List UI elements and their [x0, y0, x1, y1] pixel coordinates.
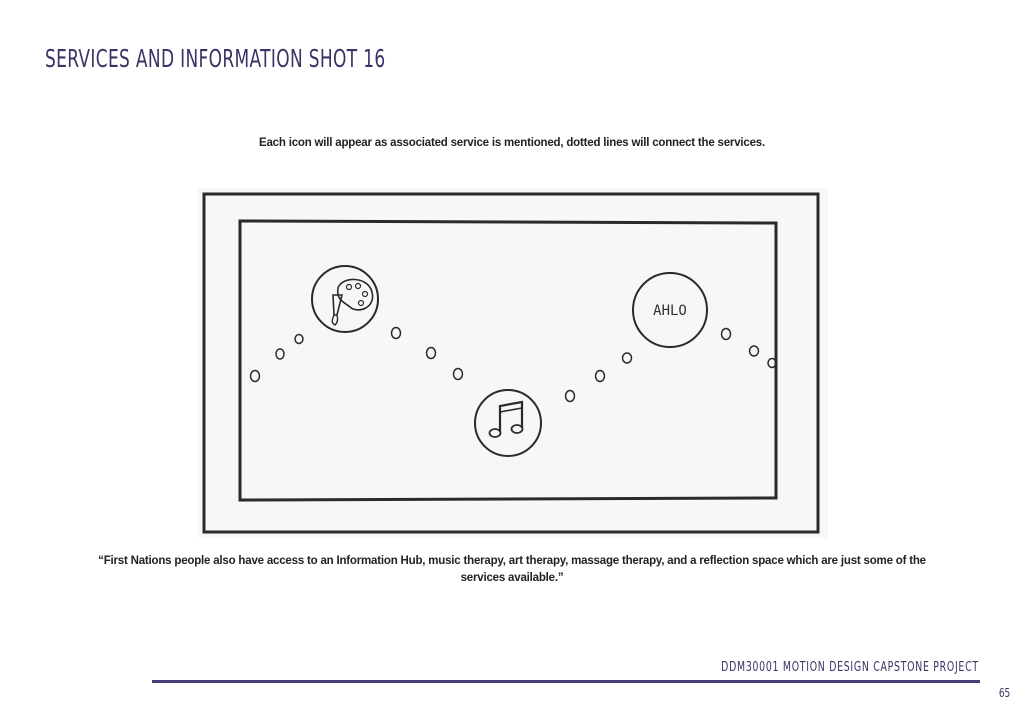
footer-project-title: DDM30001 MOTION DESIGN CAPSTONE PROJECT	[721, 660, 979, 675]
footer-divider	[152, 680, 980, 683]
dotted-connector	[249, 326, 777, 403]
top-caption: Each icon will appear as associated serv…	[259, 137, 765, 149]
page-title: SERVICES AND INFORMATION SHOT 16	[45, 44, 386, 73]
art-palette-icon	[311, 265, 379, 333]
inner-frame	[238, 219, 778, 502]
ahlo-icon: AHLO	[632, 272, 708, 348]
storyboard-sketch: AHLO	[198, 188, 828, 538]
sketch-drawing: AHLO	[202, 192, 820, 534]
outer-frame	[202, 192, 820, 534]
page-number: 65	[998, 686, 1010, 700]
bottom-caption: “First Nations people also have access t…	[98, 555, 926, 584]
music-note-icon	[474, 389, 542, 457]
ahlo-icon-label: AHLO	[653, 303, 687, 319]
